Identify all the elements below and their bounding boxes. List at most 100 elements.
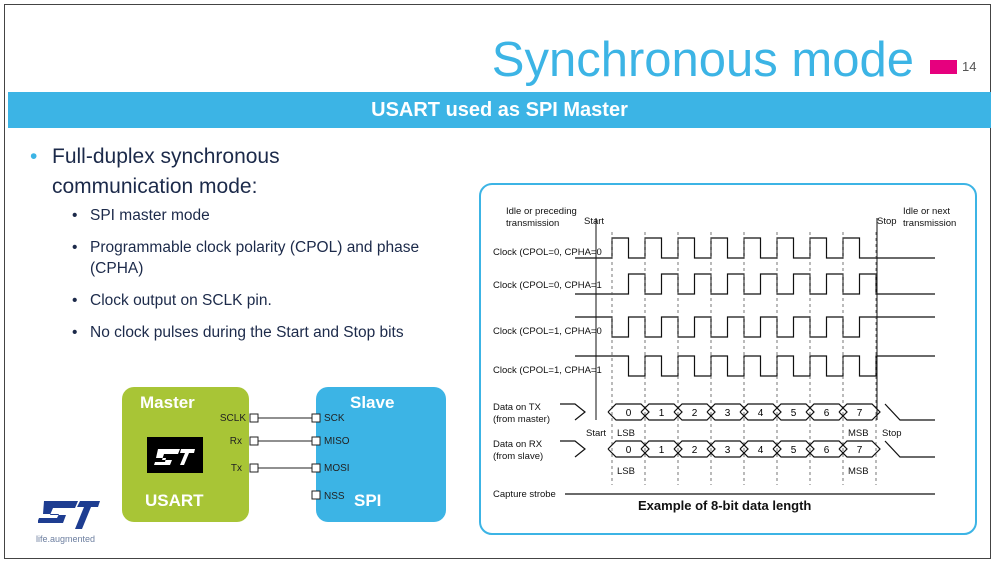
lsb-rx-label: LSB xyxy=(617,466,635,477)
pin-sclk-label: SCLK xyxy=(220,413,246,424)
clock-wave-2 xyxy=(575,316,935,338)
pin-nss xyxy=(311,490,321,500)
pin-sck-label: SCK xyxy=(324,413,345,424)
sub-bullet-list: •SPI master mode •Programmable clock pol… xyxy=(72,205,472,354)
stop-top-label: Stop xyxy=(877,216,897,227)
clock-wave-3 xyxy=(575,355,935,377)
msb-rx-label: MSB xyxy=(848,466,869,477)
master-label: Master xyxy=(140,393,195,412)
rx-bit-label: 1 xyxy=(659,445,665,456)
slide-title: Synchronous mode xyxy=(491,33,914,87)
master-sub-label: USART xyxy=(145,491,204,510)
rx-bit-cell xyxy=(673,440,716,458)
page-number: 14 xyxy=(962,59,977,74)
idle-before-line1: Idle or preceding xyxy=(506,206,577,217)
pin-nss-label: NSS xyxy=(324,491,345,502)
sub-bullet: •SPI master mode xyxy=(72,207,210,224)
tx-tail xyxy=(884,403,935,421)
rx-bit-label: 3 xyxy=(725,445,731,456)
slave-block xyxy=(316,387,446,522)
pin-miso xyxy=(311,436,321,446)
slave-label: Slave xyxy=(350,393,394,412)
clock-label-0: Clock (CPOL=0, CPHA=0 xyxy=(493,247,602,258)
tx-label-line2: (from master) xyxy=(493,414,550,425)
rx-bit-cell xyxy=(805,440,848,458)
tx-lead xyxy=(560,403,586,421)
rx-bit-cell xyxy=(607,440,650,458)
tx-label-line1: Data on TX xyxy=(493,402,542,413)
rx-bit-label: 7 xyxy=(857,445,863,456)
clock-label-3: Clock (CPOL=1, CPHA=1 xyxy=(493,365,602,376)
brand-tagline: life.augmented xyxy=(36,534,96,544)
tx-bit-cell xyxy=(739,403,782,421)
pin-miso-label: MISO xyxy=(324,436,350,447)
slave-sub-label: SPI xyxy=(354,491,381,510)
rx-bit-cell xyxy=(772,440,815,458)
main-bullet: • Full-duplex synchronous communication … xyxy=(30,142,430,202)
rx-label-line2: (from slave) xyxy=(493,451,543,462)
pin-sclk xyxy=(249,413,259,423)
tx-bit-cell xyxy=(640,403,683,421)
capture-label: Capture strobe xyxy=(493,489,556,500)
idle-before-line2: transmission xyxy=(506,218,559,229)
timing-diagram: Idle or preceding transmission Start Sto… xyxy=(493,206,956,513)
clock-label-1: Clock (CPOL=0, CPHA=1 xyxy=(493,280,602,291)
rx-bit-cell xyxy=(640,440,683,458)
pin-tx xyxy=(249,463,259,473)
rx-bit-label: 4 xyxy=(758,445,764,456)
rx-bit-cell xyxy=(739,440,782,458)
tx-bit-label: 6 xyxy=(824,408,830,419)
tx-bit-cell xyxy=(706,403,749,421)
tx-bit-label: 1 xyxy=(659,408,665,419)
pin-rx xyxy=(249,436,259,446)
tx-bit-label: 5 xyxy=(791,408,797,419)
slide-frame xyxy=(4,4,991,559)
rx-bit-cell xyxy=(838,440,881,458)
tx-bit-label: 4 xyxy=(758,408,764,419)
idle-after-line1: Idle or next xyxy=(903,206,950,217)
main-bullet-line2: communication mode: xyxy=(52,175,258,198)
stop-bottom-label: Stop xyxy=(882,428,902,439)
timing-caption: Example of 8-bit data length xyxy=(638,498,811,513)
tx-bit-label: 3 xyxy=(725,408,731,419)
tx-bit-label: 2 xyxy=(692,408,698,419)
clock-wave-0 xyxy=(575,237,935,259)
clock-label-2: Clock (CPOL=1, CPHA=0 xyxy=(493,326,602,337)
tx-bit-cell xyxy=(673,403,716,421)
st-chip-logo xyxy=(147,437,203,473)
rx-bit-label: 5 xyxy=(791,445,797,456)
pin-mosi xyxy=(311,463,321,473)
rx-bit-label: 0 xyxy=(626,445,632,456)
page-marker xyxy=(930,60,957,74)
tx-bit-cell xyxy=(607,403,650,421)
tx-bit-label: 7 xyxy=(857,408,863,419)
lsb-tx-label: LSB xyxy=(617,428,635,439)
main-bullet-line1: Full-duplex synchronous xyxy=(52,145,280,168)
sub-bullet: •Programmable clock polarity (CPOL) and … xyxy=(72,239,420,277)
section-banner: USART used as SPI Master xyxy=(8,92,991,128)
tx-bit-cell xyxy=(772,403,815,421)
start-bottom-label: Start xyxy=(586,428,606,439)
tx-bit-cell xyxy=(805,403,848,421)
idle-after-line2: transmission xyxy=(903,218,956,229)
start-top-label: Start xyxy=(584,216,604,227)
sub-bullet: •No clock pulses during the Start and St… xyxy=(72,324,404,341)
st-glyph-icon xyxy=(154,449,195,465)
pin-rx-label: Rx xyxy=(230,436,242,447)
msb-tx-label: MSB xyxy=(848,428,869,439)
tx-bit-label: 0 xyxy=(626,408,632,419)
pin-tx-label: Tx xyxy=(231,463,242,474)
tx-bit-cell xyxy=(838,403,881,421)
rx-tail xyxy=(884,440,935,458)
bullet-dot-icon: • xyxy=(30,145,38,168)
st-logo-icon xyxy=(38,501,100,529)
rx-bit-cell xyxy=(706,440,749,458)
rx-bit-label: 2 xyxy=(692,445,698,456)
rx-bit-label: 6 xyxy=(824,445,830,456)
timing-waveforms: 0 1 2 3 4 5 6 7 0 1 2 3 4 5 6 7 xyxy=(560,218,935,495)
pin-mosi-label: MOSI xyxy=(324,463,350,474)
sub-bullet: •Clock output on SCLK pin. xyxy=(72,292,272,309)
rx-label-line1: Data on RX xyxy=(493,439,543,450)
rx-lead xyxy=(560,440,586,458)
